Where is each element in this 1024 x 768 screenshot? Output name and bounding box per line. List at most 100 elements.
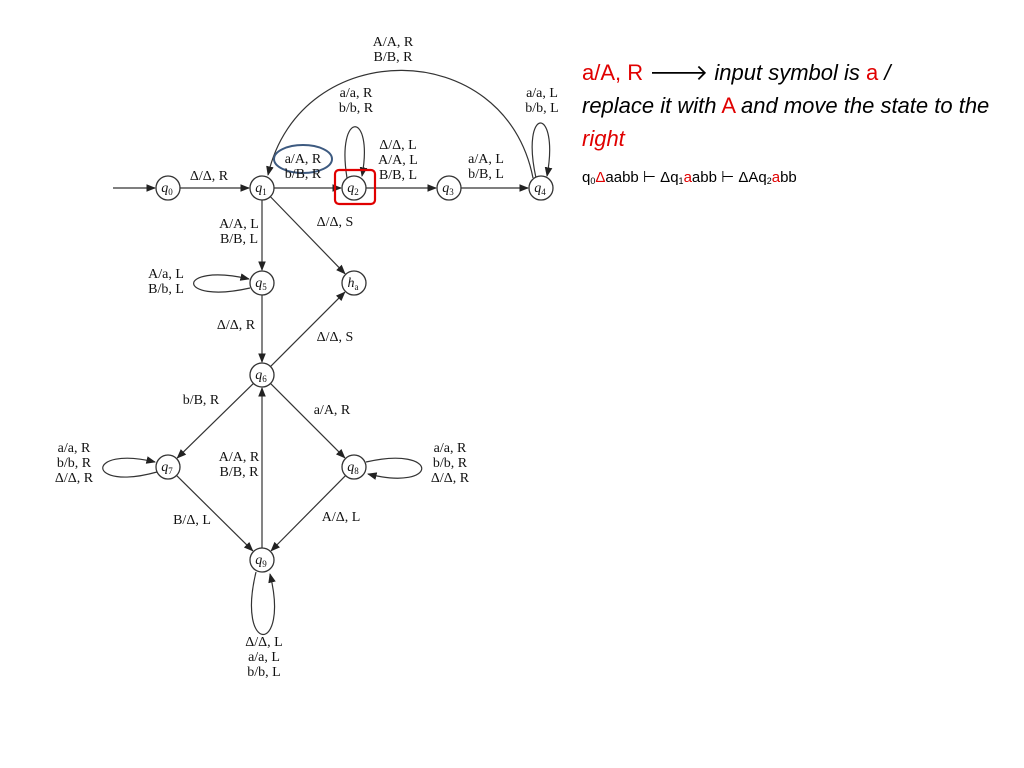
label-line: Δ/Δ, S — [317, 330, 354, 345]
state-circle — [436, 175, 462, 201]
state-circle — [249, 175, 275, 201]
state-q7: q7 — [155, 454, 181, 480]
configuration-trace: q0Δaabb ⊢ Δq1aabb ⊢ ΔAq2abb — [582, 168, 797, 186]
label-line: a/a, R — [58, 441, 91, 456]
label-q7-to-q9: B/Δ, L — [173, 513, 211, 528]
state-circle — [341, 454, 367, 480]
state-circle — [249, 547, 275, 573]
state-subscript: a — [355, 282, 359, 292]
label-q0-to-q1: Δ/Δ, R — [190, 169, 229, 184]
explanation-part-3: and move the state to the — [741, 93, 990, 118]
state-base: q — [161, 181, 168, 196]
edge-q6-q7 — [176, 382, 254, 459]
state-circle — [249, 270, 275, 296]
loop-q2 — [344, 126, 368, 179]
arrow-icon: 🡒 — [649, 60, 709, 85]
state-subscript: 7 — [168, 466, 173, 476]
label-line: A/A, L — [378, 153, 418, 168]
state-name: q4 — [534, 181, 546, 197]
label-line: a/a, R — [340, 86, 373, 101]
state-base: q — [347, 460, 354, 475]
state-base: q — [347, 181, 354, 196]
label-q6-to-q8: a/A, R — [314, 403, 351, 418]
state-base: q — [161, 460, 168, 475]
label-line: A/A, L — [219, 217, 259, 232]
label-line: B/Δ, L — [173, 513, 211, 528]
trace-turnstile: ⊢ — [638, 169, 661, 186]
label-line: B/B, L — [379, 168, 417, 183]
separator: / — [884, 60, 891, 85]
state-circle — [528, 175, 554, 201]
state-subscript: 9 — [262, 559, 267, 569]
trace-tape: ΔAq — [738, 169, 767, 186]
label-line: B/b, L — [148, 282, 184, 297]
label-line: b/b, R — [433, 456, 468, 471]
state-subscript: 0 — [168, 187, 173, 197]
state-subscript: 1 — [262, 187, 267, 197]
trace-subscript: 0 — [590, 176, 596, 186]
state-q4: q4 — [528, 175, 554, 201]
state-q8: q8 — [341, 454, 367, 480]
state-subscript: 3 — [449, 187, 454, 197]
state-name: q5 — [255, 276, 267, 292]
state-q2: q2 — [341, 175, 367, 201]
state-name: q9 — [255, 553, 267, 569]
state-circle — [341, 270, 367, 296]
label-q1-to-ha: Δ/Δ, S — [317, 215, 354, 230]
label-line: b/b, R — [339, 101, 374, 116]
rule-text: a/A, R — [582, 60, 644, 85]
trace-tape: bb — [780, 169, 797, 186]
state-circle — [155, 175, 181, 201]
trace-tape: abb — [691, 169, 717, 186]
label-line: b/b, R — [57, 456, 92, 471]
state-highlight-box — [333, 168, 377, 206]
loop-q7 — [102, 456, 158, 478]
trace-tape: Δq — [660, 169, 679, 186]
state-name: q3 — [442, 181, 454, 197]
trace-subscript: 1 — [678, 176, 684, 186]
state-q0: q0 — [155, 175, 181, 201]
state-base: q — [534, 181, 541, 196]
trace-subscript: 2 — [766, 176, 772, 186]
label-line: a/A, R — [285, 152, 322, 167]
label-line: A/A, R — [219, 450, 260, 465]
label-line: b/B, R — [183, 393, 220, 408]
state-name: q0 — [161, 181, 173, 197]
label-line: Δ/Δ, R — [55, 471, 94, 486]
state-base: q — [255, 181, 262, 196]
label-line: Δ/Δ, L — [379, 138, 416, 153]
state-circle — [155, 454, 181, 480]
label-line: Δ/Δ, R — [190, 169, 229, 184]
state-subscript: 5 — [262, 282, 267, 292]
label-line: A/Δ, L — [322, 510, 361, 525]
state-circle — [249, 362, 275, 388]
explanation-part-2: replace it with — [582, 93, 717, 118]
label-line: Δ/Δ, R — [431, 471, 470, 486]
rule-explanation: a/A, R 🡒 input symbol is a / replace it … — [582, 56, 1012, 155]
state-q9: q9 — [249, 547, 275, 573]
state-q3: q3 — [436, 175, 462, 201]
label-line: B/B, R — [220, 465, 260, 480]
edge-q6-q8 — [270, 383, 346, 459]
state-q1: q1 — [249, 175, 275, 201]
label-line: B/B, R — [374, 50, 414, 65]
trace-current-symbol: Δ — [595, 169, 606, 186]
label-line: B/B, L — [220, 232, 258, 247]
state-subscript: 6 — [262, 374, 267, 384]
trace-state: q — [582, 169, 591, 186]
trace-turnstile: ⊢ — [716, 169, 739, 186]
edge-q1-ha — [269, 196, 346, 275]
highlights — [273, 144, 377, 206]
state-base: q — [255, 276, 262, 291]
